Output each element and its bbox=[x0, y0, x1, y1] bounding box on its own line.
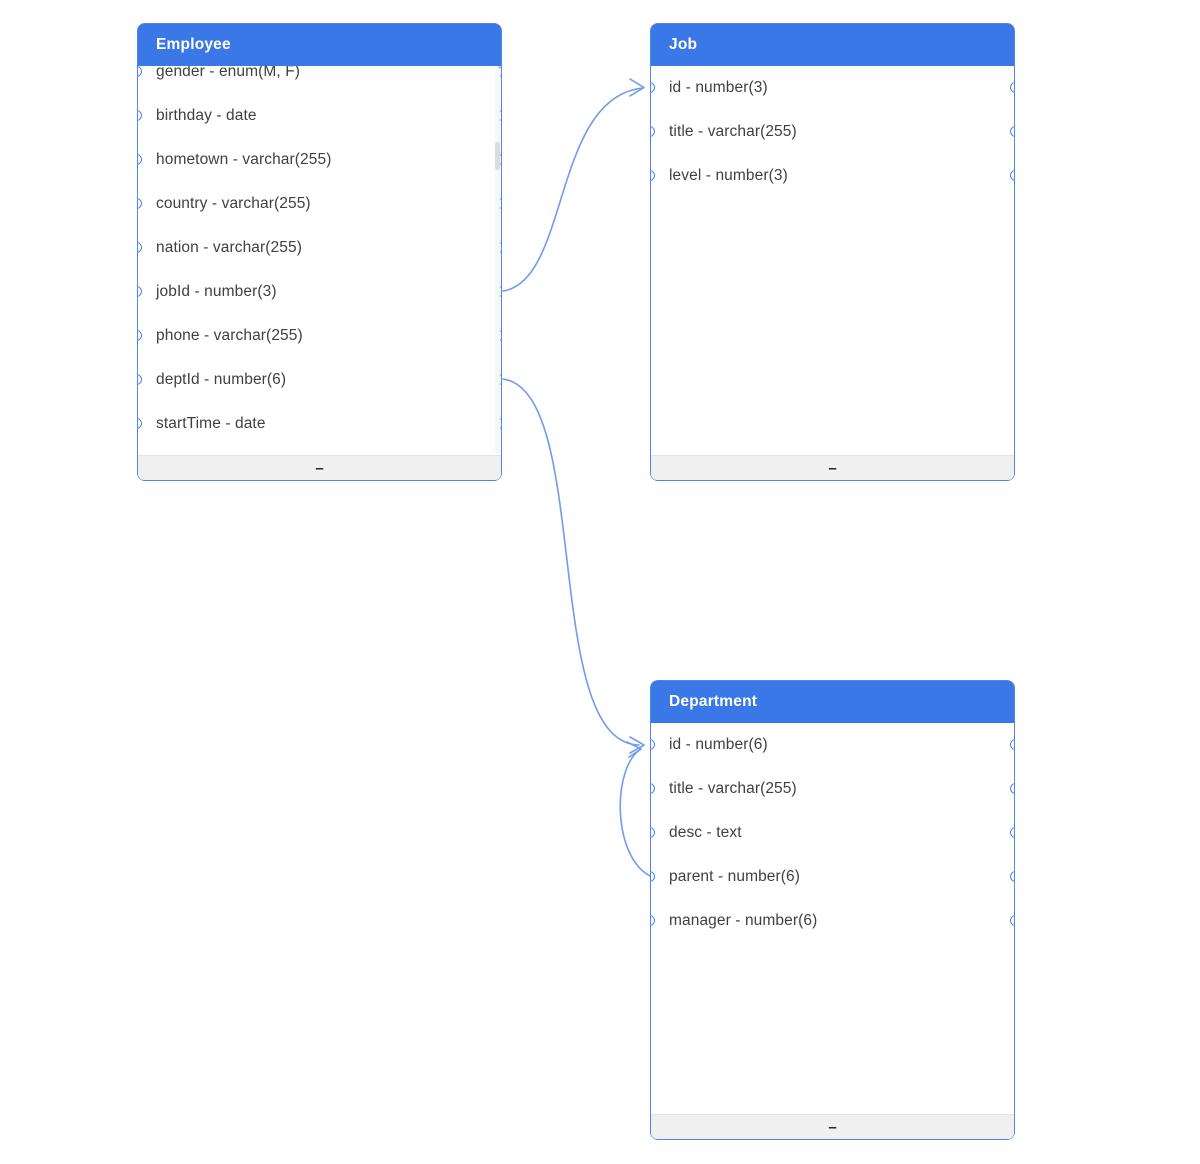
port-left-icon[interactable] bbox=[138, 241, 142, 253]
port-left-icon[interactable] bbox=[138, 285, 142, 297]
arrowhead-department-id-self-icon bbox=[626, 741, 642, 758]
table-row-jobid[interactable]: jobId - number(3) bbox=[138, 270, 501, 314]
field-label: jobId - number(3) bbox=[156, 283, 277, 300]
table-job-body: id - number(3) title - varchar(255) leve… bbox=[651, 66, 1014, 456]
table-department-footer: – bbox=[651, 1114, 1014, 1139]
table-department-header[interactable]: Department bbox=[651, 681, 1014, 723]
field-label: id - number(3) bbox=[669, 79, 768, 96]
port-left-icon[interactable] bbox=[138, 66, 142, 77]
arrowhead-department-id-icon bbox=[629, 736, 645, 754]
relationship-department-parent-to-department-id[interactable] bbox=[619, 748, 651, 877]
collapse-button[interactable]: – bbox=[828, 1118, 837, 1136]
table-row-id[interactable]: id - number(3) bbox=[651, 66, 1014, 110]
field-label: parent - number(6) bbox=[669, 868, 801, 885]
table-row-birthday[interactable]: birthday - date bbox=[138, 94, 501, 138]
port-right-icon[interactable] bbox=[1010, 914, 1014, 926]
table-job[interactable]: Job id - number(3) title - varchar(255) … bbox=[650, 23, 1015, 481]
port-left-icon[interactable] bbox=[651, 81, 655, 93]
field-label: title - varchar(255) bbox=[669, 780, 797, 797]
field-label: title - varchar(255) bbox=[669, 123, 797, 140]
table-row-desc[interactable]: desc - text bbox=[651, 811, 1014, 855]
table-row-starttime[interactable]: startTime - date bbox=[138, 402, 501, 446]
field-label: id - number(6) bbox=[669, 736, 768, 753]
port-left-icon[interactable] bbox=[138, 109, 142, 121]
port-right-icon[interactable] bbox=[1010, 81, 1014, 93]
table-department-title: Department bbox=[669, 693, 758, 710]
field-label: level - number(3) bbox=[669, 167, 788, 184]
port-right-icon[interactable] bbox=[1010, 169, 1014, 181]
port-right-icon[interactable] bbox=[1010, 826, 1014, 838]
scrollbar-track[interactable] bbox=[495, 68, 500, 454]
table-department-body: id - number(6) title - varchar(255) desc… bbox=[651, 723, 1014, 1115]
table-department[interactable]: Department id - number(6) title - varcha… bbox=[650, 680, 1015, 1140]
table-row-nation[interactable]: nation - varchar(255) bbox=[138, 226, 501, 270]
port-right-icon[interactable] bbox=[1010, 125, 1014, 137]
table-employee-title: Employee bbox=[156, 36, 231, 53]
port-left-icon[interactable] bbox=[651, 125, 655, 137]
port-left-icon[interactable] bbox=[138, 329, 142, 341]
table-row-deptid[interactable]: deptId - number(6) bbox=[138, 358, 501, 402]
field-label: deptId - number(6) bbox=[156, 371, 287, 388]
port-left-icon[interactable] bbox=[651, 738, 655, 750]
table-row-country[interactable]: country - varchar(255) bbox=[138, 182, 501, 226]
relationship-employee-jobid-to-job-id[interactable] bbox=[502, 87, 644, 292]
scrollbar-thumb[interactable] bbox=[495, 142, 500, 170]
table-employee-footer: – bbox=[138, 455, 501, 480]
arrowhead-job-id-icon bbox=[629, 78, 645, 97]
table-job-header[interactable]: Job bbox=[651, 24, 1014, 66]
field-label: hometown - varchar(255) bbox=[156, 151, 332, 168]
field-label: desc - text bbox=[669, 824, 742, 841]
port-right-icon[interactable] bbox=[1010, 782, 1014, 794]
port-left-icon[interactable] bbox=[651, 782, 655, 794]
port-left-icon[interactable] bbox=[138, 153, 142, 165]
table-row-phone[interactable]: phone - varchar(255) bbox=[138, 314, 501, 358]
field-label: startTime - date bbox=[156, 415, 266, 432]
table-row-parent[interactable]: parent - number(6) bbox=[651, 855, 1014, 899]
table-employee-header[interactable]: Employee bbox=[138, 24, 501, 66]
port-left-icon[interactable] bbox=[651, 870, 655, 882]
port-left-icon[interactable] bbox=[138, 417, 142, 429]
field-label: manager - number(6) bbox=[669, 912, 818, 929]
port-left-icon[interactable] bbox=[138, 373, 142, 385]
port-right-icon[interactable] bbox=[1010, 738, 1014, 750]
table-employee-body: gender - enum(M, F) birthday - date home… bbox=[138, 66, 501, 456]
table-job-footer: – bbox=[651, 455, 1014, 480]
collapse-button[interactable]: – bbox=[315, 459, 324, 477]
table-row-id[interactable]: id - number(6) bbox=[651, 723, 1014, 767]
relationship-employee-deptid-to-department-id[interactable] bbox=[502, 378, 640, 746]
port-left-icon[interactable] bbox=[651, 914, 655, 926]
table-row-title[interactable]: title - varchar(255) bbox=[651, 110, 1014, 154]
field-label: gender - enum(M, F) bbox=[156, 66, 301, 80]
table-row-title[interactable]: title - varchar(255) bbox=[651, 767, 1014, 811]
table-row-level[interactable]: level - number(3) bbox=[651, 154, 1014, 198]
field-label: phone - varchar(255) bbox=[156, 327, 303, 344]
table-employee[interactable]: Employee gender - enum(M, F) birthday - … bbox=[137, 23, 502, 481]
table-row-gender[interactable]: gender - enum(M, F) bbox=[138, 66, 501, 94]
table-row-manager[interactable]: manager - number(6) bbox=[651, 899, 1014, 943]
port-left-icon[interactable] bbox=[651, 826, 655, 838]
field-label: birthday - date bbox=[156, 107, 257, 124]
port-left-icon[interactable] bbox=[651, 169, 655, 181]
field-label: nation - varchar(255) bbox=[156, 239, 302, 256]
port-right-icon[interactable] bbox=[1010, 870, 1014, 882]
port-left-icon[interactable] bbox=[138, 197, 142, 209]
field-label: country - varchar(255) bbox=[156, 195, 311, 212]
table-row-hometown[interactable]: hometown - varchar(255) bbox=[138, 138, 501, 182]
collapse-button[interactable]: – bbox=[828, 459, 837, 477]
table-job-title: Job bbox=[669, 36, 698, 53]
